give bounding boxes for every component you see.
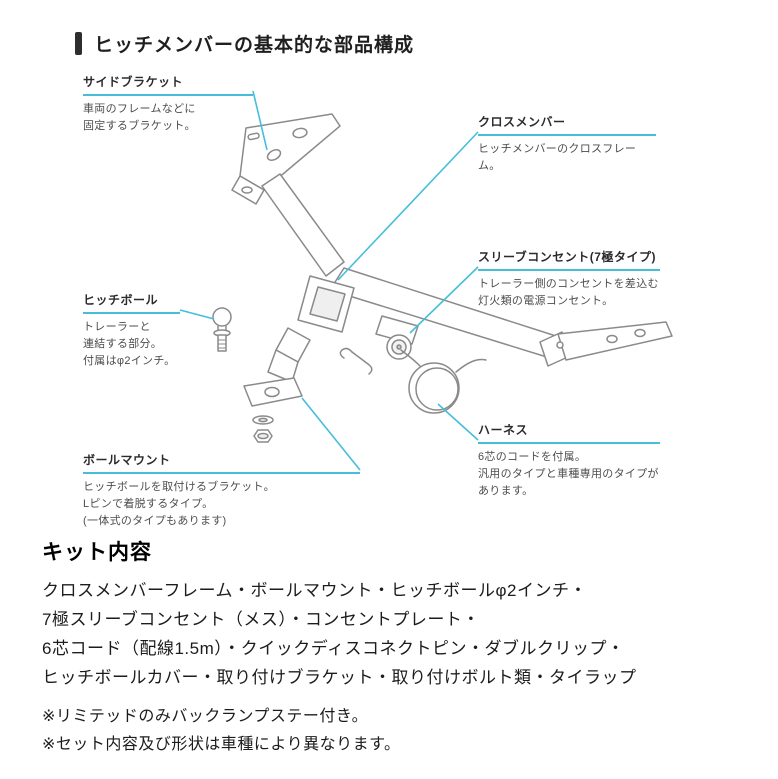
kit-line: クロスメンバーフレーム・ボールマウント・ヒッチボールφ2インチ・: [42, 581, 587, 600]
callout-cross-member-label: クロスメンバー: [478, 113, 656, 136]
note-line: ※セット内容及び形状は車種により異なります。: [42, 736, 401, 753]
leader-side-bracket: [252, 90, 268, 151]
callout-side-bracket-label: サイドブラケット: [83, 73, 253, 96]
callout-ball-mount: ボールマウント ヒッチボールを取付けるブラケット。 Lピンで着脱するタイプ。 (…: [83, 451, 360, 530]
leader-harness: [437, 403, 479, 441]
callout-harness-label: ハーネス: [478, 421, 660, 444]
callout-harness: ハーネス 6芯のコードを付属。 汎用のタイプと車種専用のタイプが あります。: [478, 421, 660, 500]
harness-part: [400, 349, 487, 414]
leader-sleeve-outlet: [409, 266, 479, 334]
header: ヒッチメンバーの基本的な部品構成: [75, 30, 414, 57]
footnotes: ※リミテッドのみバックランプステー付き。 ※セット内容及び形状は車種により異なり…: [42, 703, 742, 759]
callout-sleeve-outlet-desc: トレーラー側のコンセントを差込む 灯火類の電源コンセント。: [478, 278, 659, 308]
kit-line: 7極スリーブコンセント（メス）・コンセントプレート・: [42, 610, 480, 629]
callout-sleeve-outlet-label: スリーブコンセント(7極タイプ): [478, 248, 660, 271]
quick-pin-part: [339, 347, 373, 375]
callout-side-bracket: サイドブラケット 車両のフレームなどに 固定するブラケット。: [83, 73, 253, 135]
side-bracket-part: [231, 113, 341, 205]
nut-part: [253, 429, 273, 443]
callout-harness-desc: 6芯のコードを付属。 汎用のタイプと車種専用のタイプが あります。: [478, 451, 659, 498]
page-title: ヒッチメンバーの基本的な部品構成: [94, 35, 415, 56]
ball-mount-part: [243, 327, 311, 407]
kit-heading: キット内容: [42, 541, 152, 564]
leader-ball-mount: [301, 397, 361, 471]
callout-sleeve-outlet: スリーブコンセント(7極タイプ) トレーラー側のコンセントを差込む 灯火類の電源…: [478, 248, 660, 310]
leader-lines: [179, 90, 479, 471]
receiver-part: [297, 275, 355, 333]
callout-hitch-ball-label: ヒッチボール: [83, 291, 180, 314]
callout-cross-member-desc: ヒッチメンバーのクロスフレーム。: [478, 143, 637, 173]
callout-ball-mount-label: ボールマウント: [83, 451, 360, 474]
callout-ball-mount-desc: ヒッチボールを取付けるブラケット。 Lピンで着脱するタイプ。 (一体式のタイプも…: [83, 481, 275, 528]
washer-part: [252, 415, 274, 425]
callout-hitch-ball: ヒッチボール トレーラーと 連結する部分。 付属はφ2インチ。: [83, 291, 180, 370]
kit-line: ヒッチボールカバー・取り付けブラケット・取り付けボルト類・タイラップ: [42, 668, 637, 687]
callout-side-bracket-desc: 車両のフレームなどに 固定するブラケット。: [83, 103, 196, 133]
callout-cross-member: クロスメンバー ヒッチメンバーのクロスフレーム。: [478, 113, 656, 175]
title-accent-bar: [75, 32, 82, 55]
leader-cross-member: [337, 131, 479, 281]
kit-line: 6芯コード（配線1.5m）・クイックディスコネクトピン・ダブルクリップ・: [42, 639, 625, 658]
kit-contents-section: キット内容 クロスメンバーフレーム・ボールマウント・ヒッチボールφ2インチ・ 7…: [42, 536, 742, 692]
hitch-ball-part: [212, 307, 232, 352]
note-line: ※リミテッドのみバックランプステー付き。: [42, 708, 369, 725]
right-bracket-part: [539, 321, 673, 367]
callout-hitch-ball-desc: トレーラーと 連結する部分。 付属はφ2インチ。: [83, 321, 176, 368]
kit-lines: クロスメンバーフレーム・ボールマウント・ヒッチボールφ2インチ・ 7極スリーブコ…: [42, 576, 742, 692]
leader-hitch-ball: [179, 309, 215, 320]
sleeve-outlet-part: [375, 315, 419, 360]
